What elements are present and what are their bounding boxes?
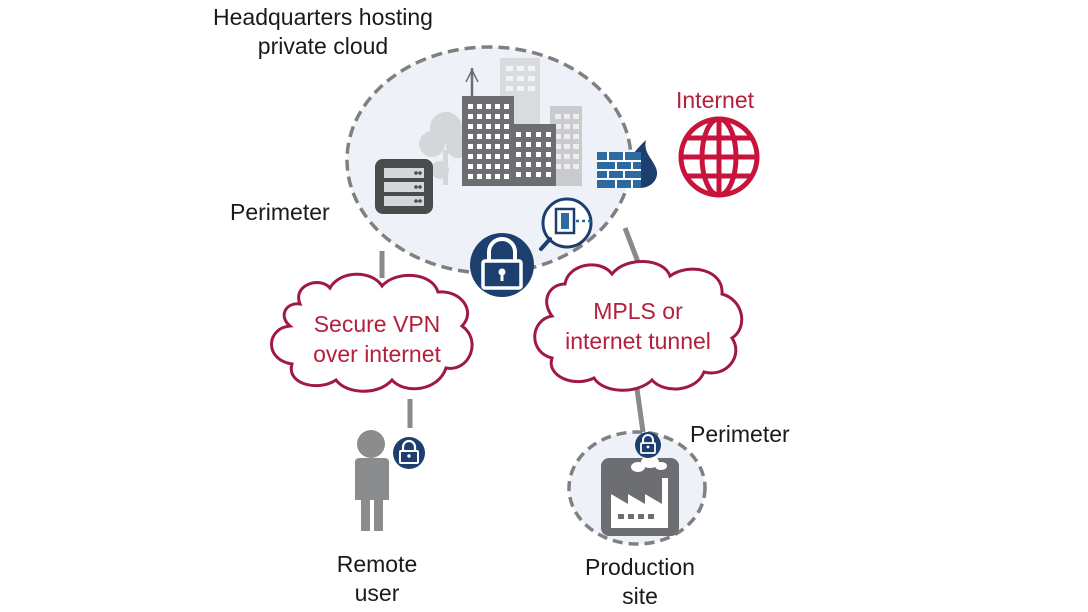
mpls-cloud-shape [533, 260, 744, 392]
building-window [516, 152, 521, 157]
remote-user-icon [355, 430, 389, 531]
production-site-label: Production site [570, 553, 710, 611]
building-window [504, 134, 509, 139]
mpls-cloud-line2: internet tunnel [565, 328, 711, 354]
building-window [504, 124, 509, 129]
factory-icon [601, 456, 679, 536]
vpn-cloud-line2: over internet [313, 341, 441, 367]
building-window [495, 164, 500, 169]
building-window [477, 134, 482, 139]
headquarters-label: Headquarters hosting private cloud [196, 3, 450, 61]
building-window [526, 152, 531, 157]
building-window [495, 114, 500, 119]
building-window [468, 134, 473, 139]
building-window [486, 134, 491, 139]
building-window [468, 154, 473, 159]
connector-hq-to-mpls [622, 227, 641, 263]
building-window [477, 174, 482, 179]
building-window [536, 172, 541, 177]
building-window [504, 164, 509, 169]
building-window [536, 162, 541, 167]
building-window [477, 114, 482, 119]
building-window [486, 114, 491, 119]
building-window [468, 114, 473, 119]
vpn-cloud-label: Secure VPN over internet [295, 309, 459, 369]
remote-user-line2: user [354, 580, 400, 606]
building-window [536, 142, 541, 147]
server-rack-icon [375, 159, 433, 214]
building-window [495, 134, 500, 139]
building-window [468, 104, 473, 109]
building-window [477, 164, 482, 169]
building-window [516, 172, 521, 177]
building-window [526, 162, 531, 167]
building-window [486, 164, 491, 169]
building-window [495, 154, 500, 159]
building-window [495, 124, 500, 129]
remote-user-lock-icon [393, 437, 425, 469]
building-window [526, 172, 531, 177]
building-window [477, 104, 482, 109]
building-window [504, 114, 509, 119]
building-window [504, 174, 509, 179]
headquarters-label-line1: Headquarters hosting [213, 4, 433, 30]
building-window [486, 174, 491, 179]
building-window [516, 142, 521, 147]
building-window [495, 104, 500, 109]
connector-lines [379, 227, 646, 433]
mpls-cloud-label: MPLS or internet tunnel [546, 296, 730, 356]
building-window [477, 124, 482, 129]
building-window [477, 144, 482, 149]
building-window [468, 144, 473, 149]
remote-user-line1: Remote [336, 551, 418, 577]
production-site-lock-icon [635, 432, 661, 458]
internet-globe-icon [678, 116, 760, 198]
building-window [504, 104, 509, 109]
access-inspection-icon [539, 197, 594, 251]
building-window [546, 142, 551, 147]
building-window [536, 132, 541, 137]
remote-user-label: Remote user [322, 550, 432, 608]
building-window [486, 104, 491, 109]
production-site-perimeter-label: Perimeter [690, 421, 790, 447]
production-site-line2: site [622, 583, 658, 609]
building-window [504, 154, 509, 159]
building-window [546, 162, 551, 167]
connector-mpls-to-site [634, 388, 646, 433]
building-window [495, 144, 500, 149]
building-window [486, 144, 491, 149]
internet-label: Internet [676, 87, 754, 113]
building-window [468, 164, 473, 169]
hq-lock-icon [470, 233, 534, 297]
building-window [516, 132, 521, 137]
building-window [546, 172, 551, 177]
building-window [536, 152, 541, 157]
firewall-icon [597, 140, 658, 188]
building-window [477, 154, 482, 159]
headquarters-building-icon [462, 68, 556, 186]
headquarters-label-line2: private cloud [257, 33, 389, 59]
building-window [486, 124, 491, 129]
hq-perimeter-label: Perimeter [230, 199, 330, 225]
building-window [504, 144, 509, 149]
building-window [546, 152, 551, 157]
building-window [486, 154, 491, 159]
production-site-line1: Production [585, 554, 695, 580]
building-window [526, 142, 531, 147]
building-window [495, 174, 500, 179]
vpn-cloud-shape [270, 272, 474, 393]
mpls-cloud-line1: MPLS or [593, 298, 683, 324]
building-window [516, 162, 521, 167]
building-window [468, 124, 473, 129]
building-window [526, 132, 531, 137]
building-window [546, 132, 551, 137]
vpn-cloud-line1: Secure VPN [313, 311, 441, 337]
building-window [468, 174, 473, 179]
